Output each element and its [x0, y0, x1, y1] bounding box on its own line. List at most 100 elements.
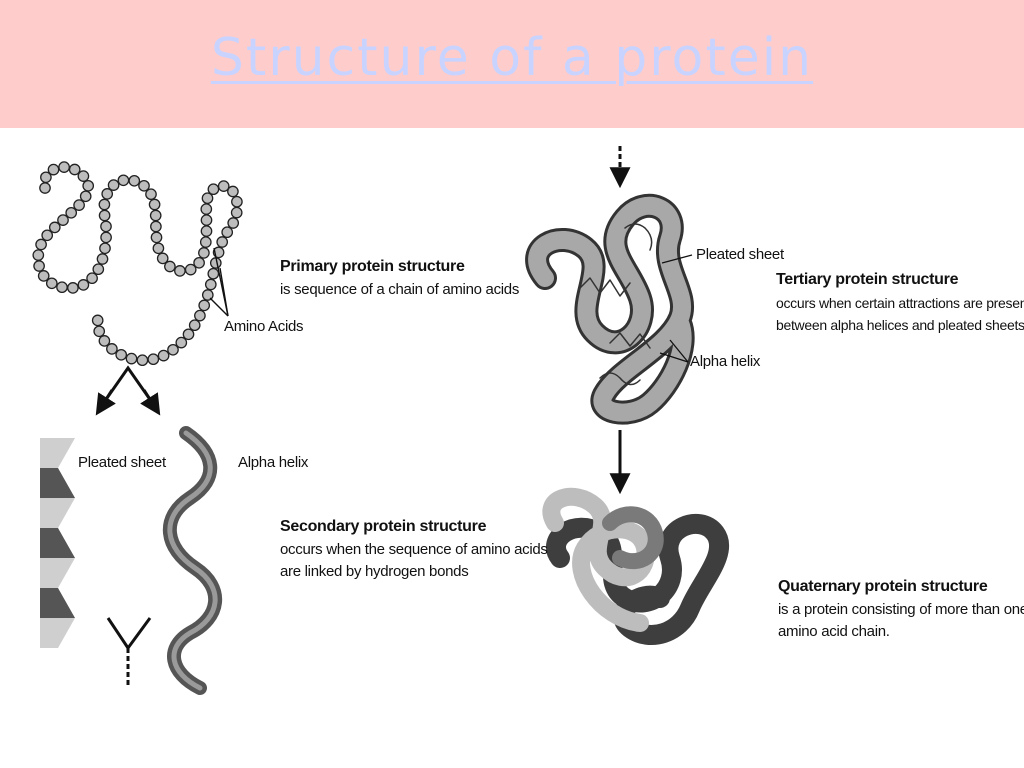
amino-acid-bead	[47, 163, 60, 176]
amino-acid-bead	[125, 352, 138, 365]
tertiary-description-line-1: occurs when certain attractions are pres…	[776, 295, 1024, 311]
alpha-helix-shape	[162, 426, 223, 695]
amino-acid-bead	[58, 161, 70, 173]
title-band: Structure of a protein	[0, 0, 1024, 128]
amino-acid-bead	[175, 336, 188, 349]
amino-acid-bead	[67, 282, 79, 294]
slide-title: Structure of a protein	[210, 28, 814, 88]
amino-acid-bead	[217, 180, 230, 192]
amino-acid-bead	[57, 214, 69, 226]
amino-acid-bead	[92, 263, 105, 276]
secondary-description-line-1: occurs when the sequence of amino acids	[280, 541, 548, 558]
amino-acid-bead	[56, 281, 68, 294]
quaternary-description-line-1: is a protein consisting of more than one	[778, 601, 1024, 618]
amino-acid-bead	[207, 267, 220, 280]
amino-acid-bead	[65, 206, 78, 219]
amino-acid-bead	[45, 277, 58, 290]
amino-acid-bead	[40, 171, 52, 184]
amino-acid-bead	[147, 353, 160, 366]
amino-acid-bead	[117, 174, 130, 187]
amino-acid-bead	[128, 174, 141, 187]
amino-acid-bead	[150, 220, 162, 233]
amino-acid-pointers	[209, 247, 229, 317]
secondary-heading: Secondary protein structure	[280, 518, 487, 535]
amino-acid-bead	[200, 225, 213, 237]
amino-acid-bead	[99, 242, 111, 255]
amino-acid-bead	[198, 299, 211, 312]
amino-acid-bead	[101, 188, 114, 200]
amino-acid-bead	[107, 179, 120, 191]
amino-acid-bead	[68, 163, 81, 176]
amino-acid-bead	[227, 185, 239, 198]
secondary-pleated-sheet-label: Pleated sheet	[78, 454, 166, 471]
amino-acid-bead	[41, 229, 54, 242]
tertiary-pleated-sheet-label: Pleated sheet	[696, 246, 784, 263]
amino-acid-bead	[193, 256, 205, 269]
amino-acid-bead	[77, 170, 90, 182]
amino-acid-chain	[32, 161, 243, 367]
amino-acid-bead	[98, 198, 111, 211]
tertiary-heading: Tertiary protein structure	[776, 271, 959, 288]
amino-acid-bead	[200, 203, 213, 215]
amino-acid-bead	[194, 309, 206, 322]
amino-acid-bead	[198, 247, 210, 259]
amino-acid-bead	[136, 354, 149, 367]
amino-acid-bead	[204, 278, 217, 291]
amino-acid-bead	[77, 279, 90, 291]
amino-acid-bead	[149, 209, 162, 222]
amino-acid-bead	[35, 238, 47, 251]
protein-structure-figure: Primary protein structure is sequence of…	[0, 128, 1024, 768]
amino-acid-bead	[221, 226, 234, 239]
amino-acid-bead	[98, 335, 111, 347]
primary-heading: Primary protein structure	[280, 258, 465, 275]
amino-acid-bead	[86, 272, 98, 285]
amino-acid-bead	[32, 249, 45, 261]
amino-acid-bead	[93, 325, 106, 338]
amino-acid-bead	[145, 188, 157, 201]
amino-acid-bead	[150, 231, 163, 244]
amino-acid-bead	[79, 190, 92, 203]
amino-acid-bead	[184, 263, 197, 276]
quaternary-description-line-2: amino acid chain.	[778, 623, 890, 640]
amino-acid-bead	[138, 179, 150, 192]
amino-acid-bead	[157, 349, 170, 362]
tertiary-alpha-helix-label: Alpha helix	[690, 353, 761, 370]
amino-acid-bead	[199, 236, 212, 248]
amino-acid-bead	[167, 343, 179, 356]
amino-acid-bead	[174, 265, 186, 277]
amino-acid-bead	[37, 270, 50, 282]
figure-artwork	[32, 146, 730, 695]
amino-acid-bead	[106, 343, 118, 355]
pleated-sheet-shape	[40, 438, 75, 648]
amino-acid-bead	[201, 192, 214, 205]
amino-acid-bead	[33, 260, 45, 272]
amino-acid-bead	[82, 179, 95, 192]
amino-acid-bead	[73, 199, 85, 211]
secondary-description-line-2: are linked by hydrogen bonds	[280, 563, 469, 580]
amino-acid-bead	[115, 348, 128, 361]
amino-acid-bead	[48, 221, 61, 234]
amino-acid-bead	[148, 198, 161, 211]
amino-acid-bead	[231, 195, 243, 208]
amino-acid-bead	[188, 319, 201, 332]
amino-acid-bead	[156, 252, 169, 265]
amino-acid-bead	[164, 260, 176, 273]
amino-acid-bead	[39, 182, 51, 194]
secondary-alpha-helix-label: Alpha helix	[238, 454, 309, 471]
amino-acid-bead	[152, 242, 165, 255]
converge-arrow	[106, 617, 152, 686]
amino-acid-bead	[230, 206, 243, 219]
split-arrow	[95, 365, 161, 416]
amino-acid-bead	[207, 183, 220, 196]
amino-acid-bead	[98, 209, 111, 222]
primary-description: is sequence of a chain of amino acids	[280, 281, 520, 298]
amino-acid-bead	[100, 220, 112, 233]
amino-acid-bead	[200, 214, 213, 226]
tertiary-fold-shape	[525, 193, 695, 425]
amino-acid-bead	[182, 328, 195, 341]
amino-acid-bead	[100, 231, 112, 244]
amino-acid-bead	[91, 314, 104, 327]
quaternary-heading: Quaternary protein structure	[778, 578, 988, 595]
amino-acid-bead	[216, 236, 229, 248]
amino-acid-bead	[96, 253, 109, 265]
